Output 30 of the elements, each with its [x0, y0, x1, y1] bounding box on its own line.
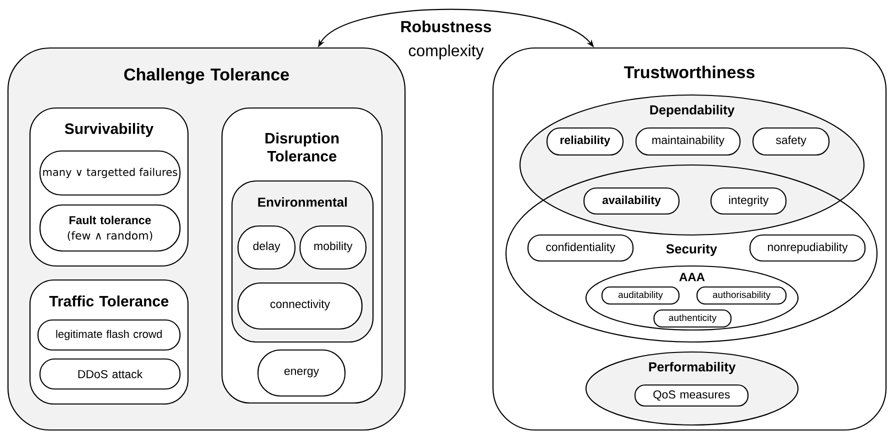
attribute-box: delay — [237, 225, 296, 270]
attribute-box: authenticity — [653, 309, 732, 328]
attribute-box: safety — [752, 127, 830, 156]
edge-label: Robustness complexity — [398, 20, 494, 60]
attribute-box: legitimate flash crowd — [37, 319, 181, 351]
box-title: Traffic Tolerance — [49, 296, 168, 306]
box-title: Trustworthiness — [624, 66, 754, 78]
attribute-box: integrity — [710, 187, 787, 215]
attribute-box: connectivity — [237, 282, 363, 330]
box-title: Disruption Tolerance — [266, 132, 339, 162]
box-title: Survivability — [64, 123, 154, 137]
box-title: Performability — [649, 362, 736, 374]
group-ellipse — [505, 164, 878, 343]
attribute-box: Fault tolerance (few ∧ random) — [39, 204, 181, 252]
box-title: Security — [666, 244, 718, 256]
attribute-box: nonrepudiability — [749, 234, 866, 262]
box-title: AAA — [679, 272, 705, 282]
attribute-box: DDoS attack — [39, 358, 181, 390]
box-title: Environmental — [258, 197, 347, 207]
attribute-box: confidentiality — [527, 234, 634, 262]
attribute-box: authorisability — [696, 286, 787, 305]
attribute-box: availability — [583, 187, 680, 215]
box-title: Challenge Tolerance — [124, 68, 289, 84]
attribute-box: maintainability — [635, 127, 741, 156]
box-title: Dependability — [650, 104, 735, 118]
attribute-box: auditability — [601, 286, 680, 305]
attribute-box: energy — [257, 349, 346, 397]
attribute-box: QoS measures — [634, 384, 749, 407]
attribute-box: many ∨ targetted failures — [39, 150, 181, 196]
attribute-box: reliability — [546, 127, 624, 156]
